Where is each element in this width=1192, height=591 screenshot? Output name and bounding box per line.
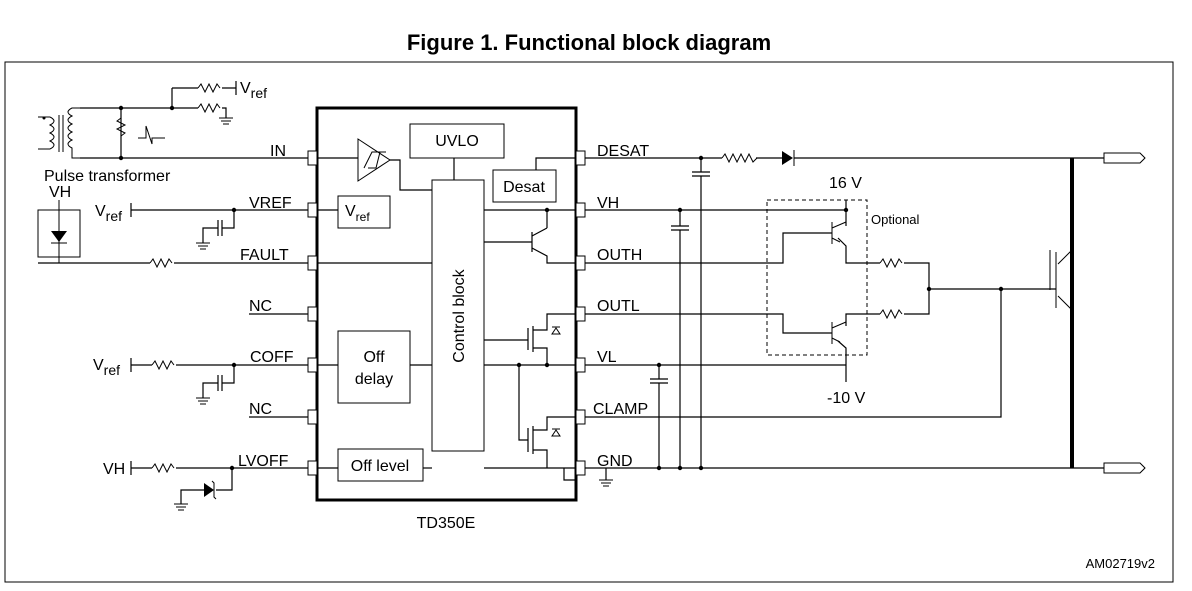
internal-wiring <box>317 157 576 469</box>
pin-label-lvoff: LVOFF <box>238 453 289 470</box>
chip-name-label: TD350E <box>417 515 476 532</box>
pulse-waveform-icon <box>138 125 165 145</box>
supply-16v-label: 16 V <box>829 175 862 192</box>
off-delay-label-1: Off <box>363 349 385 366</box>
pin-label-vh: VH <box>597 195 619 212</box>
off-delay-label-2: delay <box>355 371 393 388</box>
uvlo-block <box>409 123 505 159</box>
pulse-transformer-label: Pulse transformer <box>44 168 171 185</box>
pin-label-fault: FAULT <box>240 247 289 264</box>
pin-label-vl: VL <box>597 349 617 366</box>
desat-block <box>492 169 557 203</box>
figure-frame <box>4 61 1174 583</box>
desat-diode-icon <box>782 150 795 166</box>
pin-label-desat: DESAT <box>597 143 649 160</box>
pulse-transformer-icon <box>38 107 80 159</box>
supply-neg10v-label: -10 V <box>827 390 866 407</box>
optional-label: Optional <box>871 212 920 227</box>
optional-box <box>766 199 868 356</box>
output-terminals <box>1072 152 1146 474</box>
off-delay-block <box>337 330 411 404</box>
pin-label-nc-2: NC <box>249 401 272 418</box>
desat-label: Desat <box>503 179 545 196</box>
off-level-label: Off level <box>351 458 409 475</box>
off-level-block <box>337 448 424 482</box>
pin-label-clamp: CLAMP <box>593 401 648 418</box>
ground-icons <box>174 117 613 511</box>
zener-diode-icon <box>204 480 217 500</box>
pin-label-nc-1: NC <box>249 298 272 315</box>
pin-label-coff: COFF <box>250 349 294 366</box>
doc-code-label: AM02719v2 <box>1086 556 1155 571</box>
junction-dots-internal <box>516 207 550 368</box>
resistor-icons-left <box>115 82 221 474</box>
pin-label-outh: OUTH <box>597 247 642 264</box>
figure-title: Figure 1. Functional block diagram <box>406 30 772 55</box>
optocoupler-vh-label: VH <box>49 184 71 201</box>
vref-block-label: Vref <box>345 203 370 224</box>
ext-vref-label-coff: Vref <box>93 357 120 378</box>
optocoupler-icon <box>37 200 81 263</box>
lvoff-vh-label: VH <box>103 461 125 478</box>
right-pin-wiring <box>563 157 1072 481</box>
ext-vref-label-vref-pin: Vref <box>95 203 122 224</box>
uvlo-label: UVLO <box>435 133 479 150</box>
mosfet-body-diode-icons <box>551 326 561 437</box>
chip-body <box>315 106 578 502</box>
optional-bjt-icons <box>831 221 847 344</box>
input-comparator-icon <box>357 138 391 182</box>
control-block <box>431 179 485 452</box>
pin-label-gnd: GND <box>597 453 633 470</box>
igbt-icon <box>1049 158 1074 468</box>
control-block-label: Control block <box>451 268 468 362</box>
pin-label-vref: VREF <box>249 195 292 212</box>
left-pin-wiring <box>38 203 308 504</box>
pin-label-in: IN <box>270 143 286 160</box>
junction-dots-external <box>118 105 1004 471</box>
vref-block <box>337 195 391 229</box>
pin-label-outl: OUTL <box>597 298 640 315</box>
ext-vref-label-top: Vref <box>240 80 267 101</box>
resistor-icons-right <box>721 152 903 320</box>
